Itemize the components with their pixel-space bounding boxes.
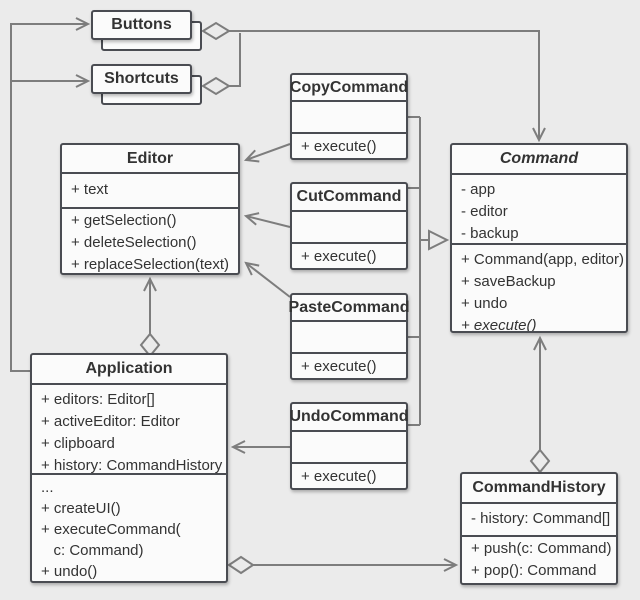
aggregation-diamond-commandhistory-top: [529, 448, 551, 474]
method: + push(c: Command): [471, 540, 612, 557]
attribute: + history: CommandHistory: [41, 457, 223, 473]
attribute: + text: [71, 181, 109, 198]
aggregation-diamond-application-right: [227, 555, 255, 575]
aggregation-diamond-shortcuts: [201, 76, 231, 96]
attributes-section: - app - editor - backup: [452, 173, 626, 243]
association-pastecommand-to-editor: [244, 261, 291, 298]
class-copycommand: CopyCommand + execute(): [290, 73, 408, 160]
class-command: Command - app - editor - backup + Comman…: [450, 143, 628, 333]
inheritance-commands-to-command: [408, 116, 450, 426]
methods-section: + execute(): [292, 242, 406, 268]
class-pastecommand: PasteCommand + execute(): [288, 293, 410, 380]
methods-section: + push(c: Command) + pop(): Command: [462, 535, 616, 581]
method: + execute(): [301, 468, 377, 485]
attributes-section-empty: [292, 210, 406, 242]
method-continuation: c: Command): [41, 542, 144, 559]
aggregation-shortcuts-of-command: [201, 33, 241, 96]
method: + createUI(): [41, 500, 121, 517]
method: + execute(): [301, 248, 377, 265]
class-undocommand: UndoCommand + execute(): [289, 402, 409, 490]
class-commandhistory: CommandHistory - history: Command[] + pu…: [460, 472, 618, 585]
method: + replaceSelection(text): [71, 256, 229, 273]
method: + execute(): [301, 358, 377, 375]
attribute: + editors: Editor[]: [41, 391, 155, 408]
method: + undo: [461, 295, 508, 312]
inheritance-triangle: [428, 229, 450, 251]
methods-section: + getSelection() + deleteSelection() + r…: [62, 207, 238, 273]
abstract-method: + execute(): [461, 317, 537, 331]
association-copycommand-to-editor: [243, 143, 291, 163]
aggregation-commandhistory-of-command: [529, 335, 551, 474]
class-application: Application + editors: Editor[] + active…: [30, 353, 228, 583]
attribute: + clipboard: [41, 435, 115, 452]
class-title: Editor: [126, 149, 174, 167]
methods-section: + execute(): [292, 462, 406, 488]
attribute: - history: Command[]: [471, 510, 611, 527]
methods-section: + execute(): [292, 352, 406, 378]
class-title: CommandHistory: [472, 479, 606, 496]
attributes-section: - history: Command[]: [462, 502, 616, 535]
method: + getSelection(): [71, 212, 177, 229]
methods-section: ... + createUI() + executeCommand( c: Co…: [32, 473, 226, 581]
aggregation-diamond-buttons: [201, 21, 231, 41]
aggregation-application-of-editor: [139, 276, 161, 358]
association-application-to-buttons: [10, 17, 91, 372]
attributes-section-empty: [292, 430, 406, 462]
class-cutcommand: CutCommand + execute(): [290, 182, 408, 270]
class-title: CutCommand: [296, 188, 402, 205]
attributes-section-empty: [292, 100, 406, 132]
class-editor: Editor + text + getSelection() + deleteS…: [60, 143, 240, 275]
association-cutcommand-to-editor: [243, 212, 291, 228]
method: + saveBackup: [461, 273, 556, 290]
method: + executeCommand(: [41, 521, 181, 538]
class-title: PasteCommand: [288, 298, 410, 316]
method: ...: [41, 479, 54, 496]
class-title: Buttons: [111, 16, 172, 33]
attributes-section: + text: [62, 172, 238, 207]
class-title: UndoCommand: [289, 408, 409, 425]
attribute: + activeEditor: Editor: [41, 413, 180, 430]
aggregation-buttons-of-command: [201, 21, 546, 143]
methods-section: + Command(app, editor) + saveBackup + un…: [452, 243, 626, 331]
attributes-section-empty: [292, 320, 406, 352]
method: + Command(app, editor): [461, 251, 624, 268]
attribute: - app: [461, 181, 496, 198]
class-title: Application: [85, 360, 173, 377]
methods-section: + execute(): [292, 132, 406, 158]
method: + undo(): [41, 563, 98, 580]
attribute: - backup: [461, 225, 519, 242]
method: + deleteSelection(): [71, 234, 197, 251]
aggregation-application-of-commandhistory: [227, 555, 459, 575]
attribute: - editor: [461, 203, 508, 220]
class-shortcuts: Shortcuts: [91, 64, 192, 94]
class-title: CopyCommand: [289, 78, 409, 96]
class-buttons: Buttons: [91, 10, 192, 40]
method: + pop(): Command: [471, 562, 597, 579]
attributes-section: + editors: Editor[] + activeEditor: Edit…: [32, 383, 226, 473]
method: + execute(): [301, 138, 377, 155]
class-title: Command: [499, 150, 579, 167]
class-title: Shortcuts: [104, 70, 179, 87]
